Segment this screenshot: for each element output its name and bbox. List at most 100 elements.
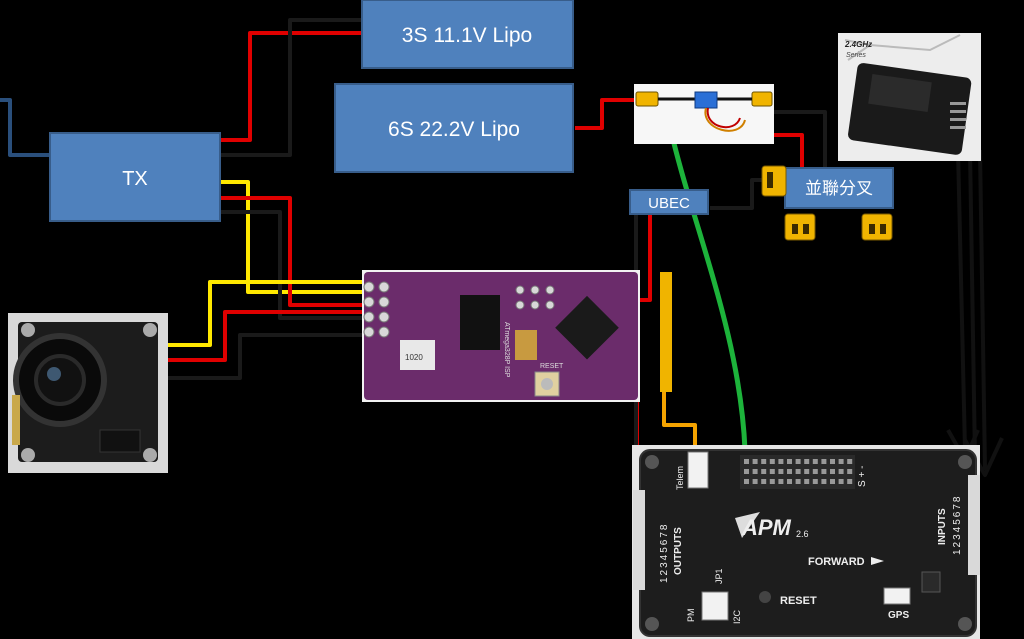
apm-header-pin: [744, 459, 749, 464]
apm-header-pin: [812, 459, 818, 464]
apm-pm-port: [701, 591, 729, 621]
wire-3s-black: [213, 18, 362, 157]
apm-gps-label: GPS: [888, 610, 909, 621]
osd-reset-label: RESET: [540, 363, 564, 370]
apm-header-pin: [804, 469, 810, 474]
apm-outputs-label: OUTPUTS: [673, 527, 684, 575]
wire-tx-red: [220, 196, 362, 307]
apm-header-pin: [821, 459, 827, 464]
apm-header-pin: [847, 479, 853, 484]
apm-header-pin: [830, 459, 835, 464]
xt60-connectors: [761, 165, 893, 241]
apm-header-pin: [812, 469, 818, 474]
osd-board: 1020 RESET ATmega328P ISP: [362, 270, 672, 402]
apm-header-pin: [761, 469, 767, 474]
battery-3s-label: 3S 11.1V Lipo: [402, 24, 532, 47]
apm-header-pin: [821, 479, 827, 484]
receiver-band-label: 2.4GHz: [844, 40, 872, 49]
apm-header-pin: [761, 459, 767, 464]
splitter-label: 並聯分叉: [805, 179, 873, 199]
apm-header-pin: [778, 479, 784, 484]
apm-header-pin: [847, 469, 853, 474]
apm-forward-label: FORWARD: [808, 556, 865, 568]
apm-header-pin: [744, 479, 749, 484]
apm-header-pin: [804, 459, 810, 464]
apm-header-pin: [795, 479, 801, 484]
apm-s-label: S + -: [857, 466, 868, 487]
apm-jp1-label: JP1: [714, 568, 724, 584]
apm-header-pin: [752, 459, 758, 464]
apm-header-pin: [778, 459, 784, 464]
apm-controller: Telem S + - APM 2.6 FORWARD RESET GPS PM…: [632, 445, 980, 639]
wire-3s-red: [213, 31, 362, 142]
ubec-module: UBEC: [629, 189, 709, 215]
apm-gps-port: [883, 587, 911, 605]
apm-header-pin: [778, 469, 784, 474]
apm-i2c-label: I2C: [732, 609, 742, 624]
wire-pm-black: [770, 110, 827, 168]
splitter-box: 並聯分叉: [784, 167, 894, 209]
apm-header-pin: [752, 479, 758, 484]
apm-pin-header: [740, 455, 855, 489]
apm-header-pin: [838, 469, 844, 474]
apm-logo: APM: [741, 515, 792, 540]
wire-rx-2: [968, 149, 977, 461]
tx-label: TX: [122, 168, 148, 190]
apm-header-pin: [744, 469, 749, 474]
wire-rx-3: [978, 149, 987, 471]
battery-6s: 6S 22.2V Lipo: [334, 83, 574, 173]
battery-3s: 3S 11.1V Lipo: [361, 0, 574, 69]
apm-header-pin: [769, 469, 775, 474]
apm-header-pin: [838, 459, 844, 464]
wire-cam-black: [168, 333, 362, 380]
wire-rx-1: [956, 149, 967, 451]
apm-header-pin: [821, 469, 827, 474]
apm-reset-label: RESET: [780, 595, 817, 607]
apm-header-pin: [830, 469, 835, 474]
wire-6s-red: [575, 98, 634, 130]
apm-inputs-label: INPUTS: [937, 508, 948, 545]
apm-pm-label: PM: [686, 609, 696, 623]
camera: [8, 313, 168, 473]
tx-module: TX: [49, 132, 221, 222]
apm-header-pin: [804, 479, 810, 484]
wire-tx-black: [220, 210, 362, 320]
wire-cam-red: [168, 310, 362, 362]
osd-mcu: [555, 295, 619, 360]
apm-header-pin: [847, 459, 853, 464]
apm-header-pin: [812, 479, 818, 484]
splitter-xt60-out-left: [784, 213, 816, 241]
apm-header-pin: [830, 479, 835, 484]
apm-version: 2.6: [796, 529, 809, 539]
osd-chip-label: 1020: [405, 353, 423, 362]
power-module: [634, 84, 774, 144]
wire-splitter-ubec: [710, 178, 762, 210]
apm-outputs-numbers: 12345678: [659, 523, 670, 584]
apm-header-pin: [795, 469, 801, 474]
apm-reset-button: [759, 591, 771, 603]
apm-header-pin: [752, 469, 758, 474]
apm-header-pin: [795, 459, 801, 464]
apm-header-pin: [787, 479, 792, 484]
splitter-xt60-out-right: [861, 213, 893, 241]
receiver-series-label: Series: [846, 52, 866, 59]
apm-header-pin: [838, 479, 844, 484]
battery-6s-label: 6S 22.2V Lipo: [388, 118, 520, 141]
apm-telem-label: Telem: [675, 466, 685, 490]
tx-input-wire: [0, 98, 50, 157]
osd-isp-label: ATmega328P ISP: [503, 322, 510, 378]
apm-header-pin: [787, 469, 792, 474]
apm-telem-port: [687, 451, 709, 489]
apm-header-pin: [769, 479, 775, 484]
wire-telem-orange: [662, 390, 697, 450]
wire-tx-yellow: [220, 180, 362, 294]
apm-header-pin: [769, 459, 775, 464]
receiver: 2.4GHz Series: [838, 33, 981, 161]
ubec-label: UBEC: [648, 195, 690, 212]
apm-inputs-numbers: 12345678: [952, 495, 963, 556]
apm-header-pin: [761, 479, 767, 484]
apm-header-pin: [787, 459, 792, 464]
wire-cam-yellow: [168, 280, 362, 347]
forward-arrow-icon: [871, 557, 884, 565]
